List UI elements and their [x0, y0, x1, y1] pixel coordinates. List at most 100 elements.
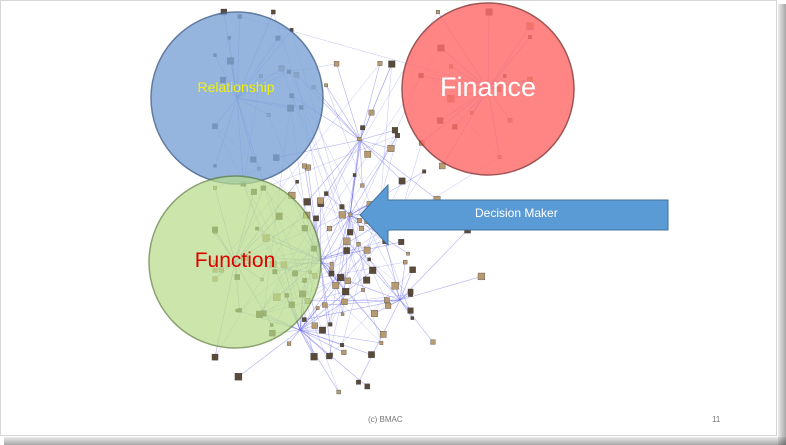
network-node — [324, 84, 327, 87]
network-node — [296, 180, 299, 183]
network-node — [353, 173, 356, 176]
network-node — [431, 340, 436, 345]
network-node — [302, 318, 306, 322]
network-node — [316, 306, 319, 309]
network-node — [360, 126, 364, 130]
network-node — [369, 110, 374, 115]
network-node — [287, 342, 291, 346]
network-node — [330, 262, 333, 265]
network-node — [342, 299, 348, 305]
network-node — [395, 133, 400, 138]
network-node — [347, 229, 353, 235]
network-edge — [337, 64, 360, 140]
network-node — [380, 341, 383, 344]
network-node — [327, 226, 332, 231]
network-node — [365, 384, 370, 389]
network-node — [330, 267, 334, 271]
network-node — [311, 353, 318, 360]
network-node — [332, 282, 338, 288]
page-number: 11 — [712, 415, 720, 424]
network-node — [356, 380, 360, 384]
network-node — [364, 247, 370, 253]
network-node — [398, 239, 404, 245]
network-node — [408, 308, 414, 314]
network-edge — [400, 300, 433, 342]
network-node — [384, 298, 389, 303]
network-node — [363, 277, 370, 284]
network-node — [304, 198, 311, 205]
network-node — [361, 288, 364, 291]
network-node — [369, 267, 376, 274]
network-node — [357, 242, 361, 246]
network-node — [235, 373, 242, 380]
network-edge — [372, 64, 392, 113]
network-node — [378, 61, 382, 65]
function-label: Function — [172, 249, 298, 273]
network-node — [340, 204, 345, 209]
network-node — [340, 343, 344, 347]
network-node — [357, 137, 361, 141]
network-node — [312, 323, 318, 329]
network-node — [322, 303, 327, 308]
network-edge — [362, 136, 397, 186]
network-node — [271, 10, 275, 14]
network-node — [345, 278, 351, 284]
network-node — [344, 247, 350, 253]
network-node — [385, 303, 391, 309]
network-node — [399, 178, 405, 184]
network-node — [371, 310, 378, 317]
network-node — [341, 350, 346, 355]
network-edge — [342, 136, 397, 346]
network-node — [364, 151, 370, 157]
network-node — [406, 252, 409, 255]
network-node — [411, 317, 414, 320]
network-node — [478, 273, 485, 280]
network-node — [380, 331, 386, 337]
network-node — [410, 267, 416, 273]
network-edge — [360, 140, 402, 181]
network-node — [339, 212, 346, 219]
network-node — [403, 260, 407, 264]
network-edge — [323, 171, 425, 330]
network-node — [388, 61, 395, 68]
network-node — [212, 354, 218, 360]
network-edge — [402, 143, 422, 210]
network-node — [392, 282, 399, 289]
network-edge — [360, 140, 362, 185]
network-node — [368, 351, 374, 357]
relationship-circle — [151, 12, 323, 184]
network-node — [319, 327, 325, 333]
network-node — [313, 216, 318, 221]
network-node — [329, 271, 334, 276]
network-edge — [326, 85, 360, 140]
network-node — [359, 226, 364, 231]
decision-maker-label: Decision Maker — [475, 206, 558, 220]
network-node — [408, 289, 413, 294]
network-node — [388, 145, 395, 152]
network-node — [302, 164, 306, 168]
network-edge — [369, 259, 400, 300]
network-node — [334, 61, 339, 66]
network-node — [337, 274, 344, 281]
network-node — [368, 258, 371, 261]
network-node — [324, 192, 328, 196]
network-node — [349, 213, 353, 217]
network-node — [357, 218, 362, 223]
network-node — [328, 323, 332, 327]
network-edge — [385, 241, 400, 300]
network-node — [360, 184, 364, 188]
network-edge — [320, 260, 330, 324]
copyright-text: (c) BMAC — [368, 415, 403, 424]
network-node — [422, 170, 426, 174]
relationship-label: Relationship — [180, 79, 292, 95]
network-node — [436, 10, 440, 14]
finance-label: Finance — [428, 72, 548, 103]
network-node — [337, 390, 341, 394]
network-node — [342, 288, 349, 295]
network-edge — [350, 140, 360, 215]
network-node — [317, 198, 323, 204]
network-node — [341, 313, 344, 316]
network-node — [343, 238, 350, 245]
